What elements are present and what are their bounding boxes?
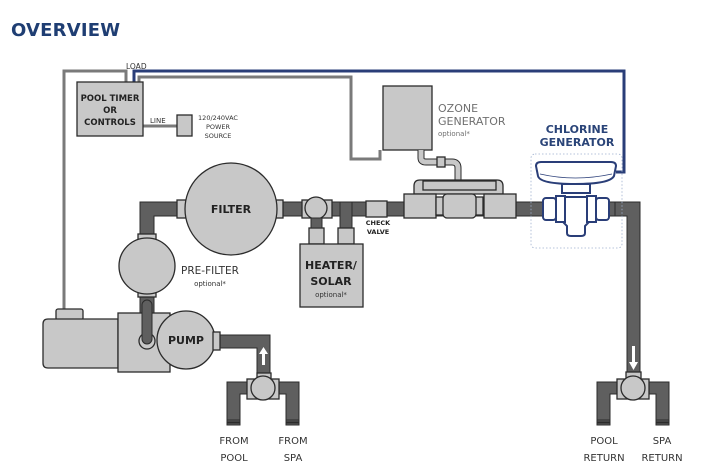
pump-motor <box>42 318 119 369</box>
chlorine-cell-body <box>560 196 592 237</box>
chlorine-label-2: GENERATOR <box>540 136 615 149</box>
pool-timer-box <box>76 81 144 137</box>
line-label: LINE <box>150 117 166 125</box>
wire-load-to-ozone <box>137 75 382 161</box>
power-label-1: 120/240VAC <box>198 114 238 122</box>
flow-arrow-down <box>629 346 638 370</box>
heater-solar-box <box>299 243 364 308</box>
spa-return-label-1: SPA <box>653 436 672 447</box>
power-label-2: POWER <box>206 123 231 131</box>
spa-return-label-2: RETURN <box>641 453 682 464</box>
wire-timer-to-pump <box>62 69 128 310</box>
ozone-injector <box>442 193 477 219</box>
pipe-prefilter-to-filter <box>139 201 181 239</box>
heater-optional-label: optional* <box>315 291 347 299</box>
wire-load-to-chlorine <box>132 69 626 174</box>
chlorine-cell-cap <box>534 161 618 186</box>
heater-bypass-valve <box>304 196 328 220</box>
suction-diverter-valve <box>250 375 276 401</box>
pipe-suction <box>214 334 271 376</box>
heater-label-1: HEATER/ <box>305 259 358 272</box>
pipe-return <box>614 201 641 373</box>
timer-label-1: POOL TIMER <box>81 94 140 104</box>
chlorine-label-1: CHLORINE <box>546 123 609 136</box>
page-title: OVERVIEW <box>11 20 121 41</box>
flow-arrow-up <box>259 347 268 365</box>
check-valve-label-1: CHECK <box>366 219 391 227</box>
ozone-optional-label: optional* <box>438 130 470 138</box>
load-label: LOAD <box>126 62 147 71</box>
from-pool-label-1: FROM <box>219 436 248 447</box>
ozone-generator-box <box>382 85 433 151</box>
power-source-box <box>176 114 193 137</box>
power-label-3: SOURCE <box>205 132 232 140</box>
pump-label: PUMP <box>168 334 204 347</box>
timer-label-3: CONTROLS <box>84 118 136 128</box>
filter-tank <box>184 162 278 256</box>
from-spa-label-2: SPA <box>284 453 303 464</box>
prefilter-optional-label: optional* <box>194 280 226 288</box>
heater-label-2: SOLAR <box>310 275 352 288</box>
pool-return-label-1: POOL <box>590 436 618 447</box>
pool-return-label-2: RETURN <box>583 453 624 464</box>
check-valve-label-2: VALVE <box>367 228 389 236</box>
timer-label-2: OR <box>103 106 117 116</box>
ozone-label-2: GENERATOR <box>438 115 506 128</box>
from-spa-label-1: FROM <box>278 436 307 447</box>
prefilter-tank <box>118 237 176 295</box>
prefilter-label: PRE-FILTER <box>181 265 239 277</box>
from-pool-label-2: POOL <box>220 453 248 464</box>
ozone-label-1: OZONE <box>438 102 478 115</box>
filter-label: FILTER <box>211 203 252 216</box>
check-valve <box>365 200 388 218</box>
return-diverter-valve <box>620 375 646 401</box>
